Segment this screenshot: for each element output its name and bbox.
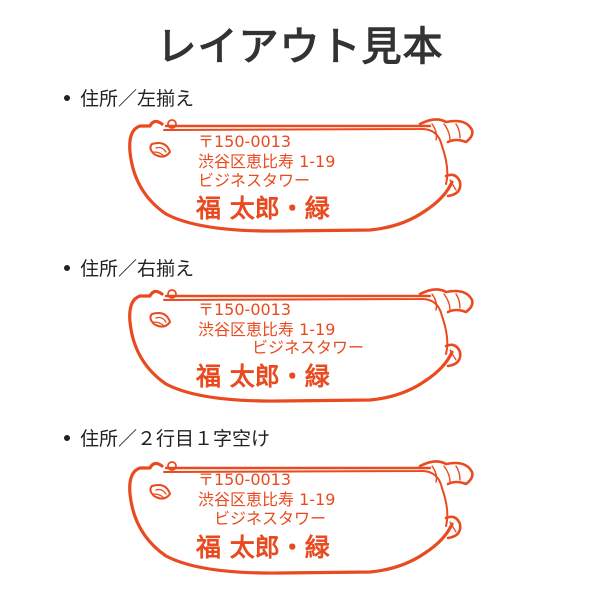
address-line-2: ビジネスタワー — [252, 338, 365, 357]
section-label-right: 住所／右揃え — [64, 254, 194, 281]
postal-code: 〒150-0013 — [198, 132, 292, 151]
stamp-sample-indent: 〒150-0013 渋谷区恵比寿 1-19 ビジネスタワー 福 太郎・緑 — [120, 456, 480, 578]
address-line-2: ビジネスタワー — [198, 171, 311, 190]
fish-outline-icon — [128, 288, 474, 403]
bullet-icon — [64, 264, 70, 271]
stamp-text: 〒150-0013 渋谷区恵比寿 1-19 ビジネスタワー 福 太郎・緑 — [120, 114, 480, 236]
page-title: レイアウト見本 — [156, 24, 444, 70]
person-name: 福 太郎・緑 — [196, 194, 330, 223]
bullet-icon — [64, 434, 70, 441]
address-line-1: 渋谷区恵比寿 1-19 — [198, 320, 336, 339]
section-label-text: 住所／２行目１字空け — [80, 428, 271, 450]
person-name: 福 太郎・緑 — [196, 362, 330, 391]
address-line-2: ビジネスタワー — [214, 509, 327, 528]
stamp-sample-right: 〒150-0013 渋谷区恵比寿 1-19 ビジネスタワー 福 太郎・緑 — [120, 284, 480, 406]
section-label-text: 住所／右揃え — [80, 258, 195, 280]
section-label-left: 住所／左揃え — [64, 84, 194, 111]
fish-outline-icon — [128, 118, 474, 233]
postal-code: 〒150-0013 — [198, 300, 292, 319]
address-line-1: 渋谷区恵比寿 1-19 — [198, 490, 336, 509]
stamp-text: 〒150-0013 渋谷区恵比寿 1-19 ビジネスタワー 福 太郎・緑 — [120, 284, 480, 406]
stamp-sample-left: 〒150-0013 渋谷区恵比寿 1-19 ビジネスタワー 福 太郎・緑 — [120, 114, 480, 236]
postal-code: 〒150-0013 — [198, 470, 292, 489]
section-label-indent: 住所／２行目１字空け — [64, 424, 270, 451]
address-line-1: 渋谷区恵比寿 1-19 — [198, 152, 336, 171]
person-name: 福 太郎・緑 — [196, 533, 330, 562]
section-label-text: 住所／左揃え — [80, 88, 195, 110]
bullet-icon — [64, 94, 70, 101]
fish-outline-icon — [128, 460, 474, 575]
stamp-text: 〒150-0013 渋谷区恵比寿 1-19 ビジネスタワー 福 太郎・緑 — [120, 456, 480, 578]
